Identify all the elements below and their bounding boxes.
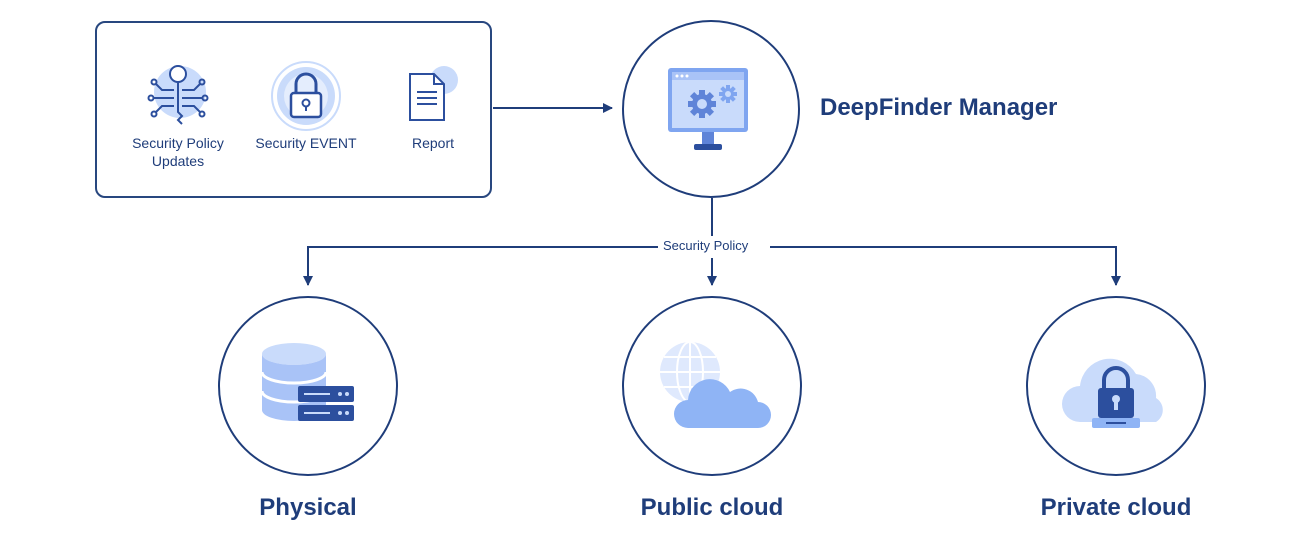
branch-right-line [770,246,1121,286]
public-cloud-label: Public cloud [640,494,784,521]
globe-cloud-icon [660,341,771,428]
branch-left-line [303,246,658,286]
policy-updates-label: Security Policy Updates [118,134,238,170]
physical-label: Physical [259,494,357,521]
key-circuit-icon [147,65,209,125]
policy-updates-label-line2: Updates [151,153,205,169]
database-server-icon [260,343,354,421]
lock-cloud-icon [1062,358,1163,428]
manager-label: DeepFinder Manager [820,94,1058,121]
padlock-icon [271,61,341,131]
policy-updates-label-line1: Security Policy [132,135,224,151]
private-cloud-label: Private cloud [1040,494,1192,521]
document-icon [409,66,458,121]
security-policy-label: Security Policy [659,238,753,253]
security-event-label: Security EVENT [255,135,357,151]
monitor-gears-icon [668,68,748,150]
report-label: Report [411,135,455,151]
